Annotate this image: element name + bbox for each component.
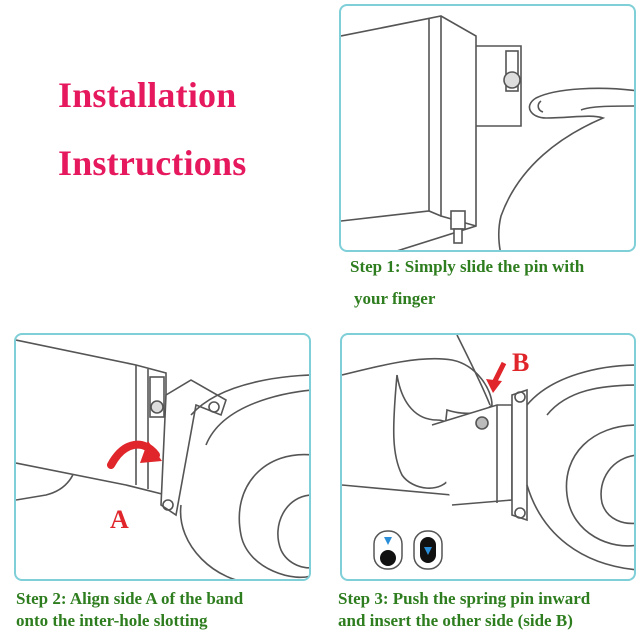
side-a-label: A	[110, 505, 129, 534]
step3-illustration-panel	[340, 333, 636, 581]
step1-text-line1: Step 1: Simply slide the pin with	[350, 257, 585, 276]
title-line-1: Installation	[58, 75, 237, 115]
step1-illustration-panel	[339, 4, 636, 252]
title-line-2: Instructions	[58, 143, 247, 183]
step1-text-line2: your finger	[354, 289, 436, 308]
step2-text: Step 2: Align side A of the band onto th…	[16, 588, 243, 632]
step2-illustration-panel	[14, 333, 311, 581]
step3-illustration	[342, 335, 634, 571]
step3-text: Step 3: Push the spring pin inward and i…	[338, 588, 590, 632]
step2-text-line2: onto the inter-hole slotting	[16, 611, 208, 630]
step2-text-line1: Step 2: Align side A of the band	[16, 589, 244, 608]
side-b-label: B	[512, 348, 530, 377]
step2-illustration	[16, 339, 309, 579]
step3-text-line1: Step 3: Push the spring pin inward	[338, 589, 591, 608]
step1-illustration	[341, 15, 634, 250]
step3-text-line2: and insert the other side (side B)	[338, 611, 573, 630]
